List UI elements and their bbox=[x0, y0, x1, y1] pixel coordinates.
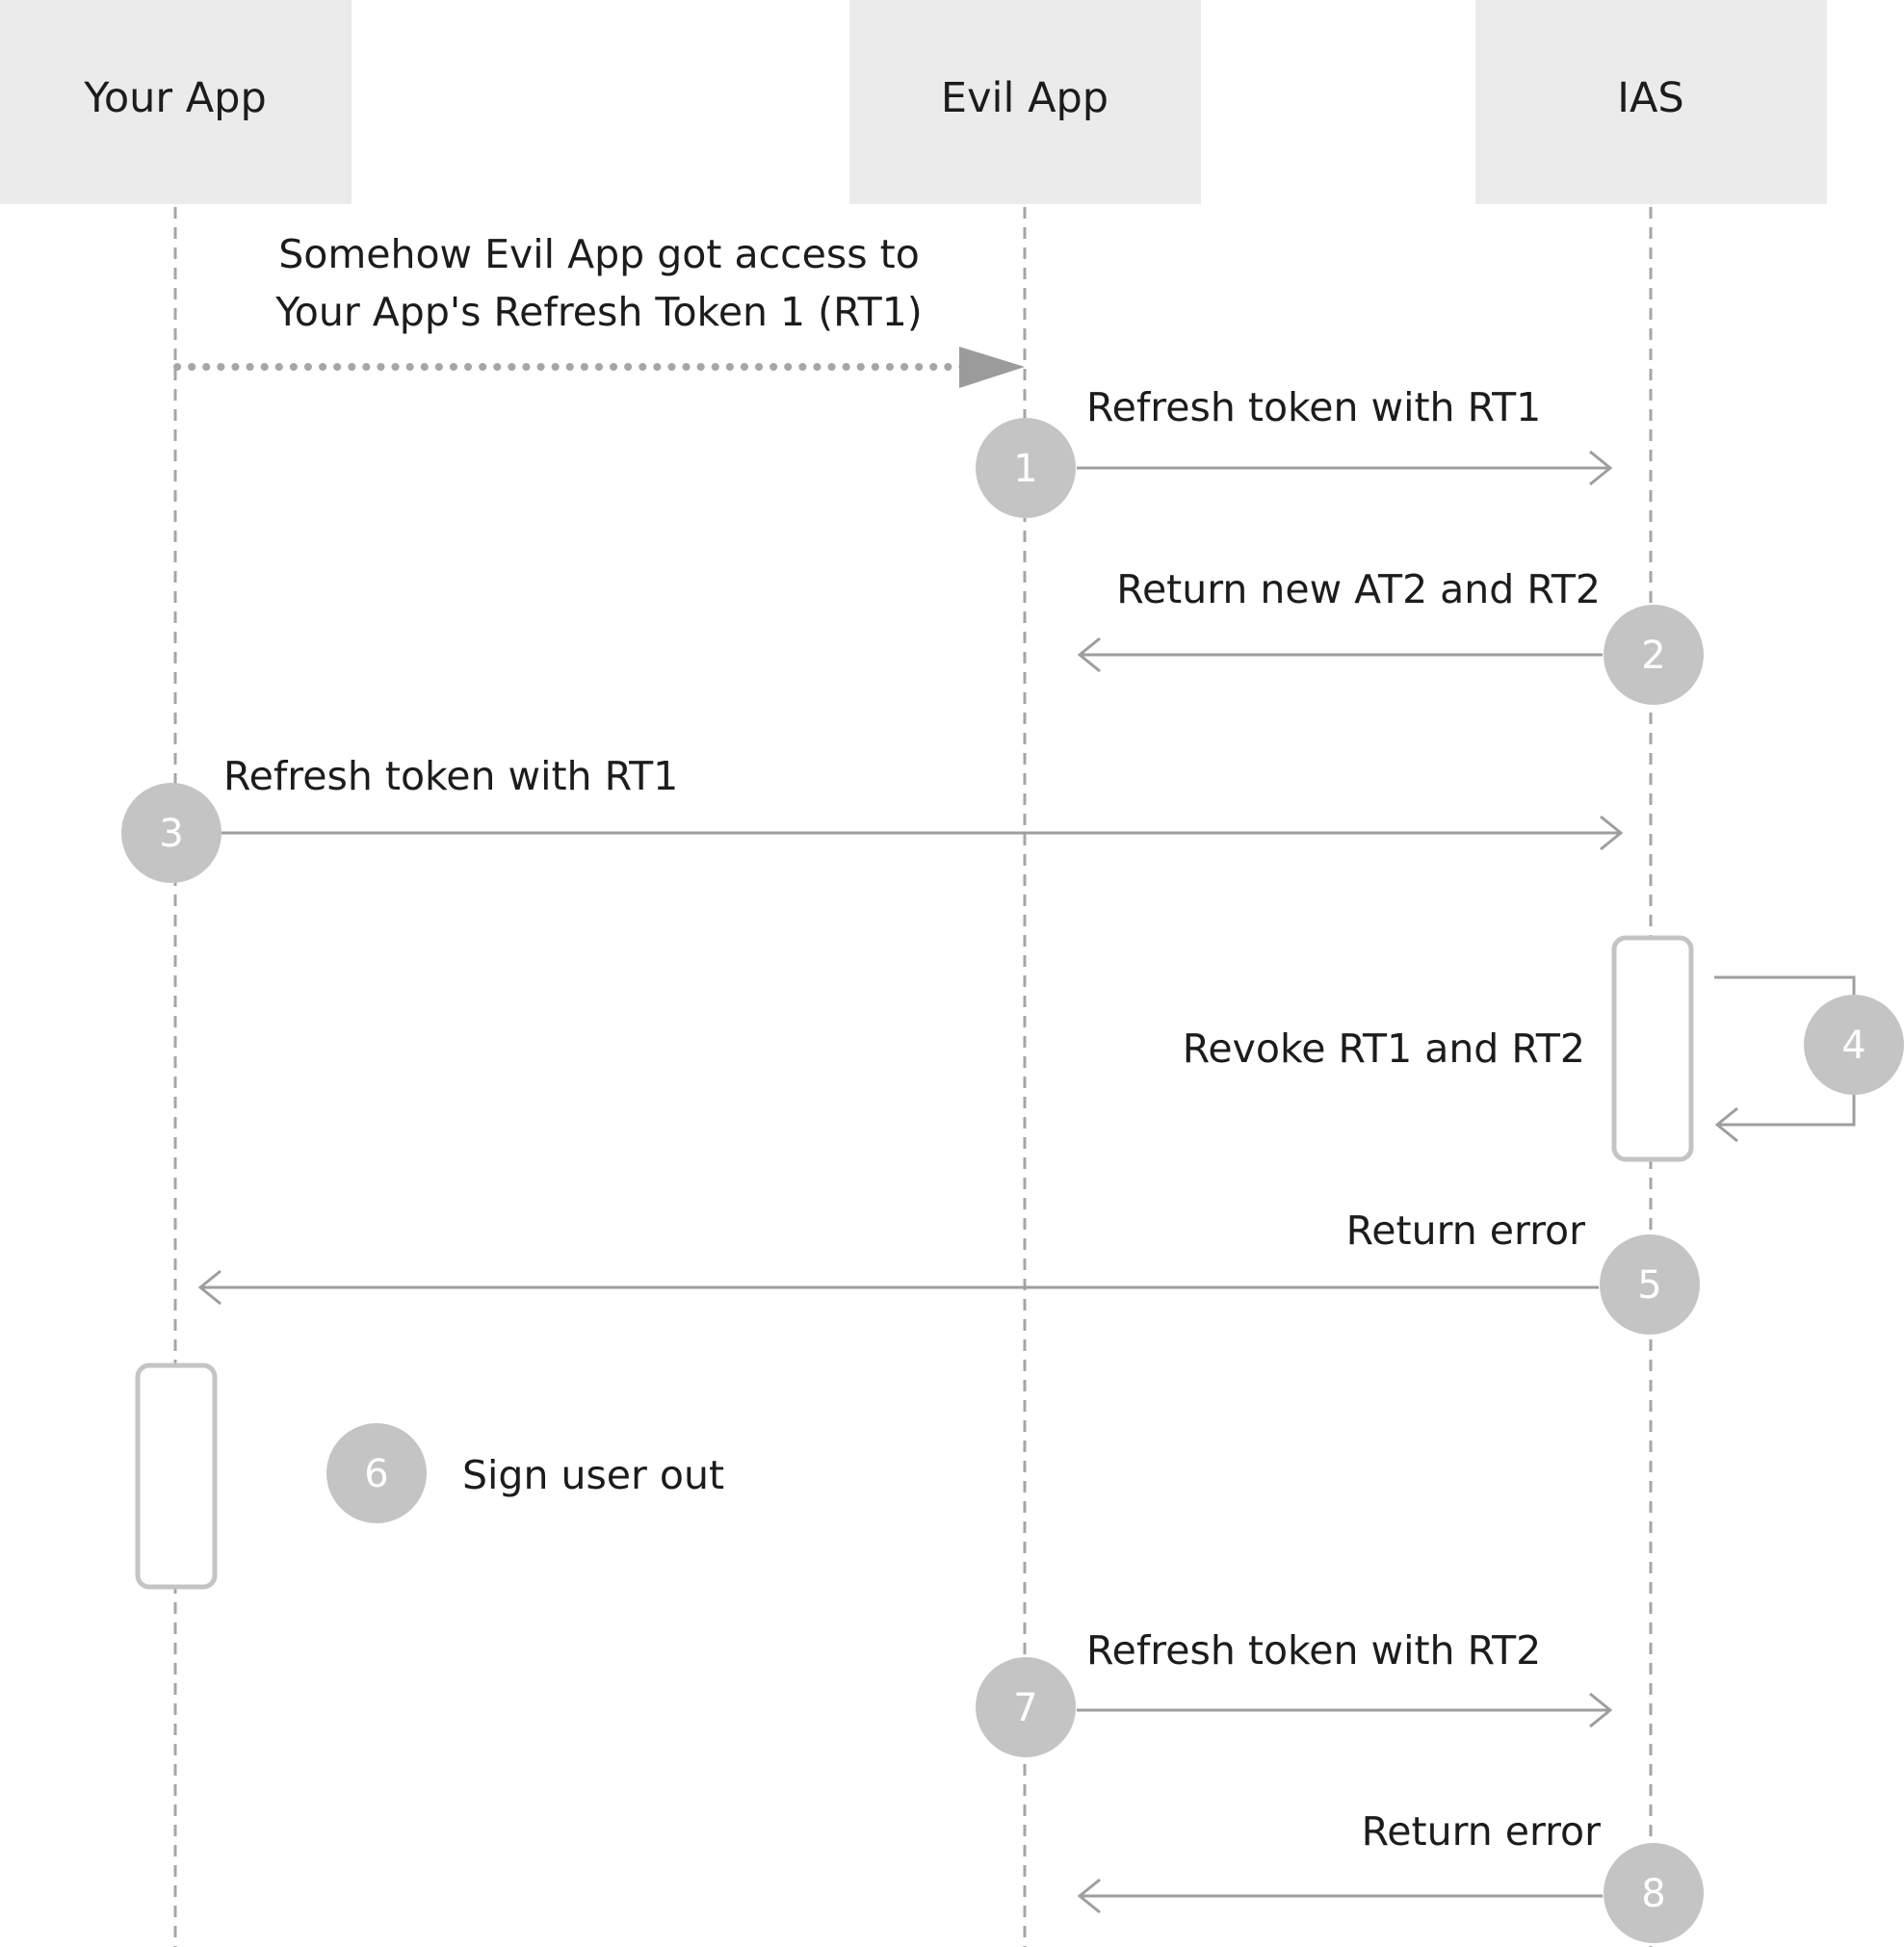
step-1-message: Refresh token with RT1 1 bbox=[976, 384, 1610, 518]
step-label: Sign user out bbox=[462, 1452, 724, 1498]
step-2-message: Return new AT2 and RT2 2 bbox=[1080, 566, 1704, 705]
participant-label: Evil App bbox=[941, 74, 1108, 122]
participant-ias: IAS bbox=[1475, 0, 1827, 204]
step-badge bbox=[1604, 1843, 1704, 1943]
step-6-action: 6 Sign user out bbox=[135, 1363, 724, 1590]
step-number: 3 bbox=[159, 812, 183, 856]
step-badge bbox=[1600, 1234, 1700, 1335]
step-label: Revoke RT1 and RT2 bbox=[1183, 1025, 1585, 1072]
step-7-message: Refresh token with RT2 7 bbox=[976, 1627, 1610, 1757]
note-line-1: Somehow Evil App got access to bbox=[278, 231, 920, 277]
step-number: 8 bbox=[1641, 1872, 1665, 1916]
participant-your-app: Your App bbox=[0, 0, 352, 204]
token-leak-note: Somehow Evil App got access to Your App'… bbox=[173, 231, 1025, 388]
step-number: 2 bbox=[1641, 634, 1665, 678]
step-label: Refresh token with RT2 bbox=[1086, 1627, 1541, 1674]
your-app-activation-bar bbox=[135, 1363, 218, 1590]
step-badge bbox=[1604, 605, 1704, 705]
step-number: 7 bbox=[1013, 1686, 1037, 1730]
step-badge bbox=[1804, 995, 1904, 1095]
note-line-2: Your App's Refresh Token 1 (RT1) bbox=[274, 289, 923, 335]
ias-activation-bar bbox=[1611, 935, 1694, 1162]
step-label: Refresh token with RT1 bbox=[223, 753, 678, 799]
step-label: Refresh token with RT1 bbox=[1086, 384, 1541, 430]
step-label: Return error bbox=[1362, 1808, 1601, 1855]
step-number: 4 bbox=[1841, 1024, 1865, 1068]
step-number: 1 bbox=[1013, 447, 1037, 491]
step-3-message: Refresh token with RT1 3 bbox=[121, 753, 1621, 883]
step-4-self-message: Revoke RT1 and RT2 4 bbox=[1183, 935, 1904, 1162]
step-badge bbox=[326, 1423, 427, 1523]
step-8-message: Return error 8 bbox=[1080, 1808, 1704, 1943]
participant-header-box bbox=[849, 0, 1201, 204]
participant-label: Your App bbox=[83, 74, 266, 122]
step-5-message: Return error 5 bbox=[200, 1207, 1700, 1335]
step-label: Return new AT2 and RT2 bbox=[1116, 566, 1601, 612]
participant-evil-app: Evil App bbox=[849, 0, 1201, 204]
step-badge bbox=[976, 418, 1076, 518]
step-label: Return error bbox=[1346, 1207, 1585, 1254]
token-leak-arrowhead bbox=[959, 347, 1025, 388]
participant-label: IAS bbox=[1617, 74, 1683, 122]
step-number: 5 bbox=[1637, 1263, 1661, 1308]
step-number: 6 bbox=[364, 1452, 388, 1496]
participant-header-box bbox=[1475, 0, 1827, 204]
participant-header-box bbox=[0, 0, 352, 204]
step-badge bbox=[976, 1657, 1076, 1757]
step-badge bbox=[121, 783, 222, 883]
